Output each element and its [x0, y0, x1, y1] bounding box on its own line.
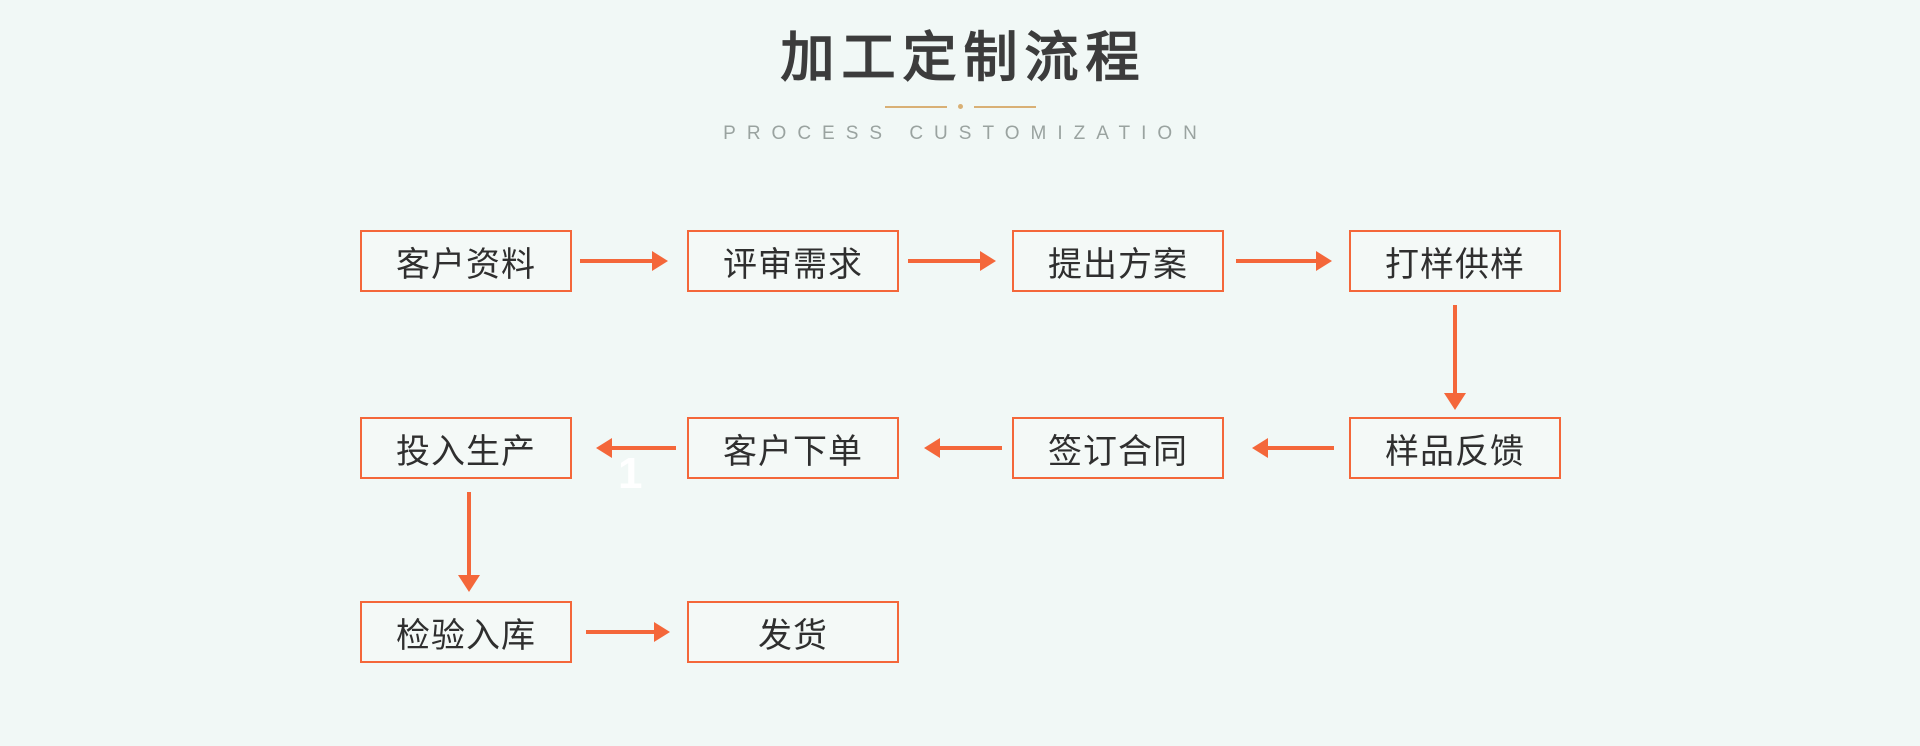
arrow-right-psxq-to-tcfa [908, 250, 996, 272]
flow-node-customer-data[interactable]: 客户资料 [360, 230, 572, 292]
arrow-left-spfk-to-qdht [1252, 437, 1334, 459]
arrow-left-khxd-to-trsc [596, 437, 676, 459]
flow-node-start-production[interactable]: 投入生产 [360, 417, 572, 479]
arrow-shaft-vertical [1453, 305, 1457, 394]
arrow-head-right-icon [980, 251, 996, 271]
arrow-right-khzl-to-psxq [580, 250, 668, 272]
flow-node-review-requirements[interactable]: 评审需求 [687, 230, 899, 292]
arrow-head-right-icon [1316, 251, 1332, 271]
arrow-shaft [580, 259, 653, 263]
arrow-head-right-icon [652, 251, 668, 271]
artifact-glyph: 1 [618, 449, 643, 498]
flow-node-propose-solution[interactable]: 提出方案 [1012, 230, 1224, 292]
arrow-shaft [908, 259, 981, 263]
page-title: 加工定制流程 [780, 28, 1147, 88]
page-header: 加工定制流程 PROCESS CUSTOMIZATION [0, 0, 1920, 145]
title-ornament-divider [875, 101, 1045, 113]
arrow-shaft [939, 446, 1002, 450]
page-subtitle: PROCESS CUSTOMIZATION [723, 122, 1208, 144]
arrow-shaft [586, 630, 655, 634]
flow-node-inspection-warehousing[interactable]: 检验入库 [360, 601, 572, 663]
flow-node-sample-feedback[interactable]: 样品反馈 [1349, 417, 1561, 479]
arrow-head-left-icon [924, 438, 940, 458]
arrow-right-tcfa-to-dygy [1236, 250, 1332, 272]
arrow-shaft [611, 446, 676, 450]
flow-node-shipment[interactable]: 发货 [687, 601, 899, 663]
flow-node-sign-contract[interactable]: 签订合同 [1012, 417, 1224, 479]
arrow-shaft [1236, 259, 1317, 263]
arrow-head-right-icon [654, 622, 670, 642]
arrow-shaft [1267, 446, 1334, 450]
flow-node-customer-order[interactable]: 客户下单 [687, 417, 899, 479]
arrow-right-jyrk-to-fh [586, 621, 670, 643]
ornament-line-right [973, 105, 1036, 108]
arrow-left-qdht-to-khxd [924, 437, 1002, 459]
arrow-head-left-icon [596, 438, 612, 458]
arrow-head-down-icon [1444, 393, 1466, 410]
arrow-head-down-icon [458, 575, 480, 592]
arrow-head-left-icon [1252, 438, 1268, 458]
arrow-down-trsc-to-jyrk [458, 492, 480, 592]
flow-node-sampling-supply[interactable]: 打样供样 [1349, 230, 1561, 292]
ornament-line-left [884, 105, 947, 108]
arrow-shaft-vertical [467, 492, 471, 576]
arrow-down-dygy-to-spfk [1444, 305, 1466, 410]
ornament-dot [957, 104, 963, 110]
